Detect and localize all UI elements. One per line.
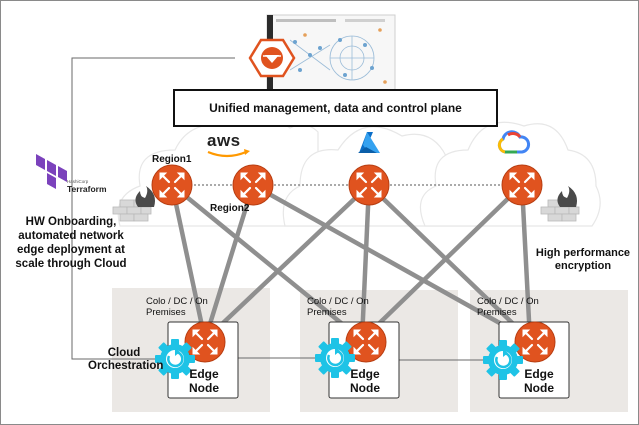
terraform-logo-icon: [36, 154, 67, 189]
region2-label: Region2: [210, 203, 250, 214]
router-azure-icon: [347, 163, 391, 207]
google-cloud-logo-icon: [497, 130, 531, 154]
firewall-right-icon: [540, 186, 580, 222]
region1-label: Region1: [152, 154, 192, 165]
firewall-left-icon: [112, 186, 155, 222]
colo-label-3: Colo / DC / On Premises: [477, 296, 539, 318]
cloud-orchestration-label: Cloud Orchestration: [88, 347, 164, 372]
aws-arrow-icon: [244, 149, 250, 155]
edge-node-label-3: Edge Node: [524, 367, 554, 395]
management-hub-icon: [248, 38, 296, 78]
edge-node-label-2: Edge Node: [350, 367, 380, 395]
terraform-brand: Terraform: [67, 184, 107, 194]
unified-plane-box: Unified management, data and control pla…: [173, 89, 498, 127]
aws-smile-icon: [207, 150, 247, 158]
edge-node-label-1: Edge Node: [189, 367, 219, 395]
colo-label-2: Colo / DC / On Premises: [307, 296, 369, 318]
colo-label-1: Colo / DC / On Premises: [146, 296, 208, 318]
aws-logo-icon: aws: [207, 131, 241, 150]
unified-plane-label: Unified management, data and control pla…: [209, 101, 462, 115]
router-gcp-icon: [500, 163, 544, 207]
azure-logo-icon: [358, 132, 380, 153]
terraform-brand-small: HashiCorp: [67, 179, 89, 184]
router-region2-icon: [231, 163, 275, 207]
high-performance-note: High performance encryption: [535, 247, 631, 272]
network-links: [169, 182, 533, 343]
hw-onboarding-note: HW Onboarding, automated network edge de…: [15, 216, 127, 270]
router-region1-icon: [150, 163, 194, 207]
